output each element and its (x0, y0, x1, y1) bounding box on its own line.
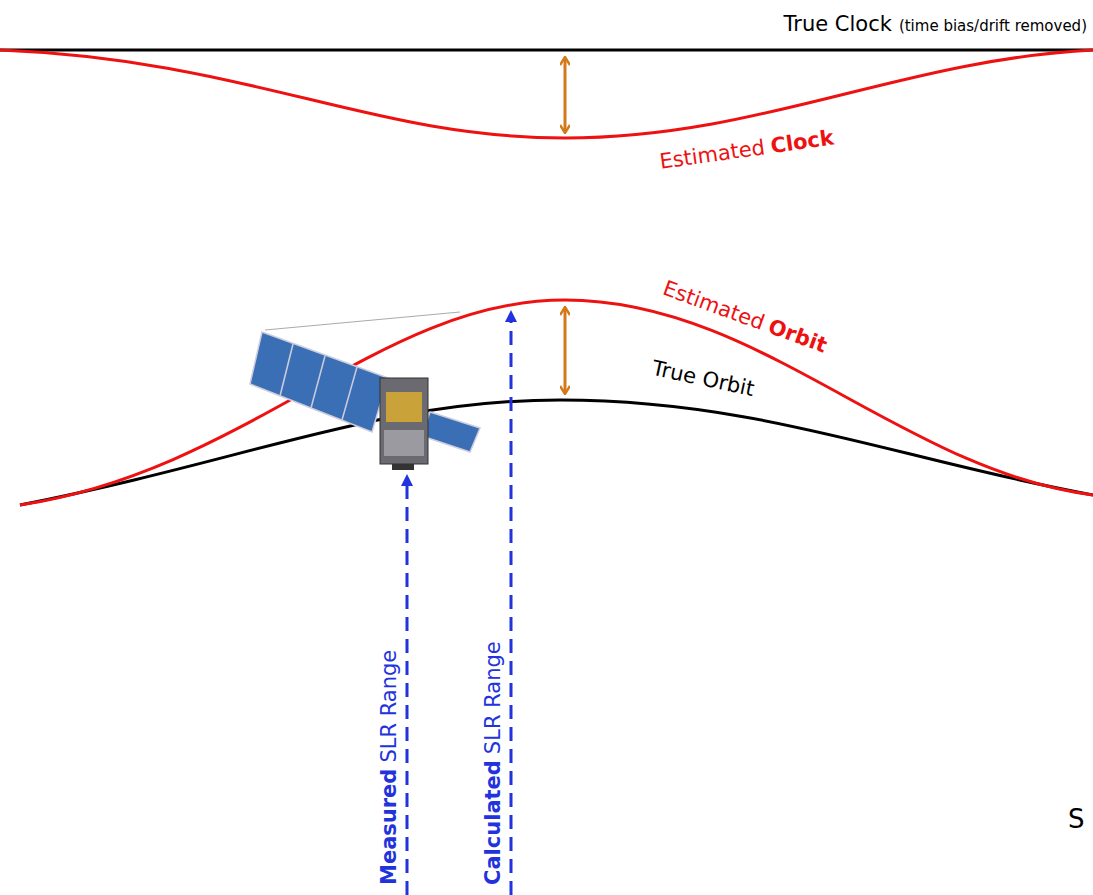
calculated-range-arrow (510, 316, 513, 895)
label-text: SLR Range (481, 641, 505, 754)
label-text: Estimated (660, 276, 768, 335)
label-text: Estimated (658, 135, 766, 174)
calculated-range-label: Calculated SLR Range (481, 641, 505, 885)
estimated-clock-curve (0, 50, 1093, 138)
label-text: Clock (769, 126, 835, 159)
label-text: Orbit (765, 314, 830, 357)
clock-heading: True Clock (time bias/drift removed) (784, 12, 1087, 36)
partial-text: S (1068, 805, 1085, 835)
true-orbit-label: True Orbit (650, 356, 757, 401)
offset-arrow (564, 58, 567, 132)
true-clock-line (0, 49, 1093, 52)
estimated-orbit-curve (20, 300, 1093, 505)
label-text: SLR Range (377, 650, 401, 763)
label-text: Calculated (481, 760, 505, 885)
label-text: Measured (377, 769, 401, 885)
true-orbit-curve (20, 400, 1093, 505)
note-text: (time bias/drift removed) (899, 18, 1087, 35)
measured-range-label: Measured SLR Range (377, 650, 401, 885)
offset-arrow (564, 308, 567, 393)
measured-range-arrow (406, 480, 409, 895)
heading-text: True Clock (784, 12, 892, 36)
satellite-illustration (250, 312, 480, 470)
estimated-clock-label: EstimatedClock (658, 126, 835, 174)
